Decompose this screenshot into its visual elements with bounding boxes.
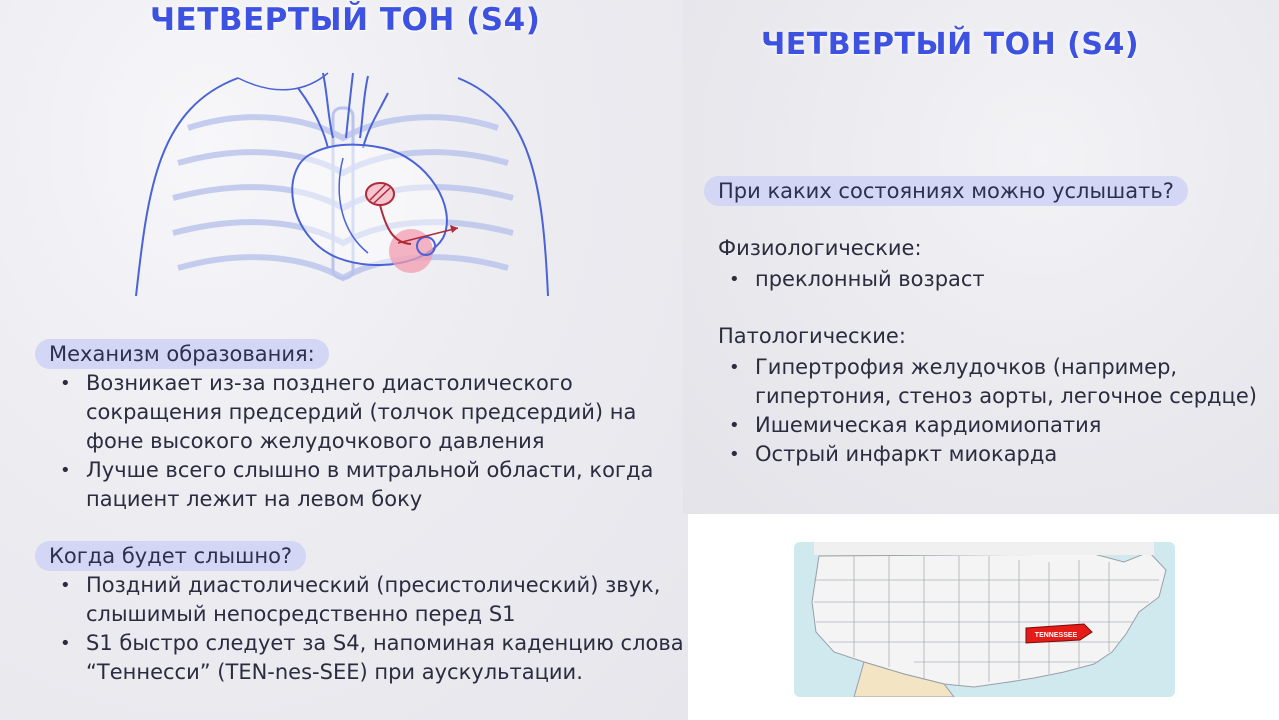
radiating-arrow [397, 227, 459, 244]
great-vessels [297, 72, 389, 149]
pathological-heading: Патологические: [718, 324, 906, 348]
tennessee-label: TENNESSEE [1035, 632, 1078, 639]
list-item: Поздний диастолический (пресистолический… [38, 571, 688, 629]
flow-arrow [379, 204, 412, 245]
usa-map-tennessee: TENNESSEE [794, 542, 1175, 697]
list-item: S1 быстро следует за S4, напоминая каден… [38, 629, 688, 687]
list-item: Лучше всего слышно в митральной области,… [38, 456, 688, 514]
pathological-list: Гипертрофия желудочков (например, гиперт… [707, 353, 1277, 469]
torso-outline-right [457, 77, 549, 297]
mechanism-list: Возникает из-за позднего диастолического… [38, 369, 688, 514]
left-slide-title: ЧЕТВЕРТЫЙ ТОН (S4) [150, 2, 541, 38]
when-heading: Когда будет слышно? [35, 541, 307, 571]
valve-hatched [365, 182, 395, 206]
mexico [853, 661, 955, 697]
usa-map: TENNESSEE [794, 542, 1175, 697]
list-item: преклонный возраст [707, 265, 1277, 294]
right-slide-title: ЧЕТВЕРТЫЙ ТОН (S4) [761, 27, 1140, 62]
left-slide: ЧЕТВЕРТЫЙ ТОН (S4) [0, 0, 688, 720]
mitral-area-ring [416, 236, 436, 256]
neck-line [237, 72, 329, 91]
torso-outline [135, 77, 239, 297]
state-borders [814, 556, 1159, 685]
when-list: Поздний диастолический (пресистолический… [38, 571, 688, 687]
physiological-list: преклонный возраст [707, 265, 1277, 294]
sternum [331, 106, 355, 280]
list-item: Возникает из-за позднего диастолического… [38, 369, 688, 456]
list-item: Острый инфаркт миокарда [707, 440, 1277, 469]
tennessee-highlight [1025, 623, 1093, 644]
question-heading: При каких состояниях можно услышать? [704, 176, 1188, 206]
heart-chest-illustration [135, 72, 549, 297]
mechanism-heading: Механизм образования: [35, 339, 329, 369]
list-item: Гипертрофия желудочков (например, гиперт… [707, 353, 1277, 411]
heart-septum [338, 157, 369, 254]
physiological-heading: Физиологические: [718, 236, 922, 260]
list-item: Ишемическая кардиомиопатия [707, 411, 1277, 440]
right-slide: ЧЕТВЕРТЫЙ ТОН (S4) При каких состояниях … [683, 0, 1279, 514]
